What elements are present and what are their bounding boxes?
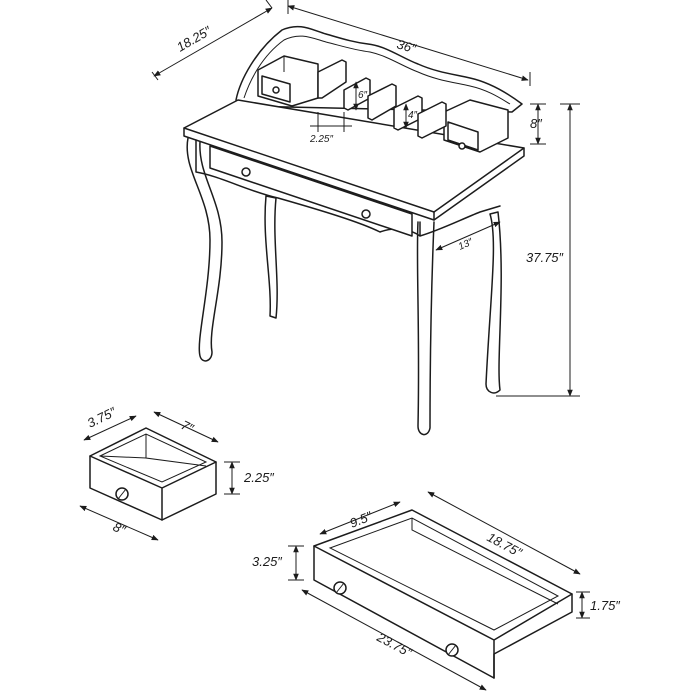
label-divider-short: 4″ (408, 110, 418, 121)
small-drawer-rim (89, 455, 217, 521)
hutch-right-drawer (447, 121, 479, 151)
small-drawer (89, 427, 217, 521)
large-drawer-dimension-lines (288, 491, 590, 691)
label-small-drawer-inner: 7″ (179, 417, 197, 436)
desk-top-front-edge (183, 127, 435, 221)
label-desk-width: 36″ (395, 36, 418, 56)
front-right-leg (416, 221, 435, 436)
label-slot-width: 2.25″ (309, 134, 333, 145)
dim-line-depth (153, 7, 273, 77)
label-large-drawer-width: 23.75″ (374, 629, 415, 660)
dim-line-width (287, 5, 529, 81)
front-left-leg (186, 137, 223, 362)
dim-line-leg-clearance (435, 221, 501, 251)
small-drawer-dimension-lines (79, 411, 240, 541)
divider-3 (367, 83, 397, 121)
label-small-drawer-height: 2.25″ (243, 470, 274, 485)
desk-dimension-lines (151, 0, 580, 397)
hutch-left-drawer-knob (272, 86, 280, 94)
large-drawer-rim (313, 545, 573, 679)
secretary-desk (183, 25, 525, 436)
desk-drawer-knob-right (361, 209, 371, 219)
hutch-right-drawer-knob (458, 142, 466, 150)
small-drawer-box (89, 427, 217, 521)
divider-5 (417, 101, 447, 139)
label-desk-height: 37.75″ (526, 250, 564, 265)
large-drawer (313, 509, 573, 679)
large-drawer-box (313, 509, 573, 679)
back-right-leg (485, 211, 502, 394)
label-small-drawer-width: 8″ (111, 519, 128, 538)
label-divider-height: 6″ (358, 90, 368, 101)
label-large-drawer-front-height: 3.25″ (252, 554, 282, 569)
label-hutch-height: 8″ (530, 116, 542, 131)
label-leg-clearance: 13″ (457, 237, 475, 253)
back-left-leg (264, 195, 278, 319)
label-large-drawer-side-height: 1.75″ (590, 598, 620, 613)
label-desk-depth: 18.25″ (174, 23, 214, 55)
desk-drawer-knob-left (241, 167, 251, 177)
desk-top-right-edge (433, 147, 525, 221)
